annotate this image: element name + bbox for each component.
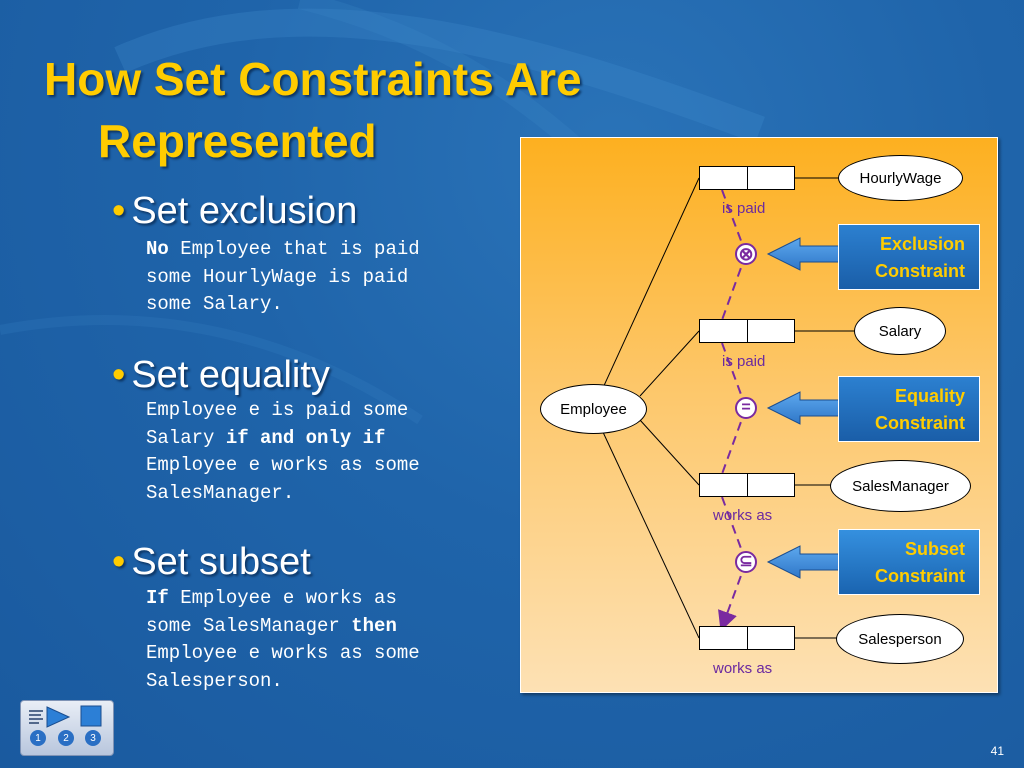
role-box-is-paid-hourlywage: [699, 166, 795, 190]
subset-dash-up: [721, 496, 747, 563]
employee-link-1: [601, 177, 700, 391]
role-box-works-as-salesmanager: [699, 473, 795, 497]
exclusion-symbol-icon: ⊗: [735, 243, 757, 265]
exclusion-dash-down: [721, 253, 747, 321]
stop-icon: [80, 705, 102, 727]
exclusion-dash-up: [721, 189, 747, 255]
role-label: works as: [713, 660, 773, 677]
slide-navigation-widget[interactable]: 1 2 3: [20, 700, 114, 756]
nav-button-3[interactable]: 3: [85, 730, 101, 746]
equality-symbol-icon: =: [735, 397, 757, 419]
subset-constraint-box: Subset Constraint: [838, 529, 980, 595]
set-subset-text: If Employee e works as some SalesManager…: [146, 587, 420, 692]
role-box-is-paid-salary: [699, 319, 795, 343]
exclusion-callout-arrow: [766, 237, 841, 271]
role-label: is paid: [722, 353, 766, 370]
equality-callout-arrow: [766, 391, 841, 425]
equality-dash-up: [721, 342, 747, 409]
employee-link-3: [639, 419, 700, 486]
set-exclusion-text: No Employee that is paid some HourlyWage…: [146, 238, 420, 315]
slide-title: How Set Constraints Are Represented: [44, 48, 582, 172]
entity-salesperson: Salesperson: [836, 614, 964, 664]
entity-salary: Salary: [854, 307, 946, 355]
title-line-1: How Set Constraints Are: [44, 53, 582, 105]
bullet-dot: •: [112, 354, 126, 396]
set-equality-text: Employee e is paid some Salary if and on…: [146, 399, 420, 504]
title-line-2: Represented: [98, 115, 377, 167]
role-box-works-as-salesperson: [699, 626, 795, 650]
play-icon: [46, 706, 71, 728]
role-label: is paid: [722, 200, 766, 217]
employee-link-4: [601, 429, 700, 639]
equality-constraint-box: Equality Constraint: [838, 376, 980, 442]
exclusion-constraint-box: Exclusion Constraint: [838, 224, 980, 290]
bullet-set-equality: •Set equality: [112, 354, 330, 396]
nav-button-1[interactable]: 1: [30, 730, 46, 746]
bullet-dot: •: [112, 541, 126, 583]
role-label: works as: [713, 507, 773, 524]
equality-dash-down: [721, 407, 747, 475]
page-number: 41: [990, 744, 1004, 758]
menu-lines-icon: [29, 710, 43, 724]
bullet-dot: •: [112, 190, 126, 232]
nav-button-2[interactable]: 2: [58, 730, 74, 746]
subset-symbol-icon: ⊆: [735, 551, 757, 573]
subset-callout-arrow: [766, 545, 841, 579]
subset-dash-arrow: [718, 561, 747, 632]
bullet-set-subset: •Set subset: [112, 541, 311, 583]
employee-link-2: [639, 330, 700, 397]
entity-hourlywage: HourlyWage: [838, 155, 963, 201]
entity-employee: Employee: [540, 384, 647, 434]
entity-salesmanager: SalesManager: [830, 460, 971, 512]
bullet-set-exclusion: •Set exclusion: [112, 190, 358, 232]
